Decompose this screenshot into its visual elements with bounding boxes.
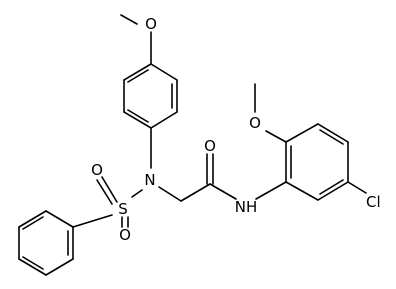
bond <box>255 181 287 200</box>
atom-label-n: N <box>144 171 155 189</box>
bond <box>127 69 149 83</box>
bond <box>101 176 118 203</box>
bond <box>319 179 344 195</box>
bond <box>285 181 319 201</box>
atom-label-o: O <box>91 161 103 179</box>
bond <box>180 183 211 202</box>
bond <box>18 258 47 276</box>
atom-label-o: O <box>204 137 216 155</box>
bond <box>22 216 44 230</box>
bond <box>18 210 47 228</box>
bond <box>317 123 349 143</box>
bond <box>347 181 367 194</box>
bond <box>319 129 344 145</box>
bond <box>22 256 44 270</box>
bond <box>120 14 138 25</box>
bond <box>123 63 152 81</box>
atom-label-o: O <box>119 226 131 244</box>
atom-label-cl: Cl <box>366 193 381 211</box>
atom-labels: O N O S O O NH O Cl <box>91 15 381 244</box>
bond <box>285 123 319 143</box>
bond <box>96 179 113 205</box>
bond <box>150 63 178 81</box>
bond <box>45 258 74 276</box>
atom-label-o: O <box>145 15 157 33</box>
bond <box>123 111 152 129</box>
atom-label-o: O <box>249 114 261 132</box>
bond <box>150 111 178 129</box>
bond <box>209 183 237 200</box>
bond <box>265 130 287 143</box>
bond <box>45 210 74 228</box>
bond <box>317 181 349 201</box>
bond-lines <box>18 14 367 276</box>
bond <box>127 109 149 123</box>
bond <box>72 214 113 228</box>
bond <box>131 189 143 198</box>
atom-label-nh: NH <box>235 198 258 216</box>
atom-label-s: S <box>118 200 128 218</box>
bond <box>158 186 182 202</box>
